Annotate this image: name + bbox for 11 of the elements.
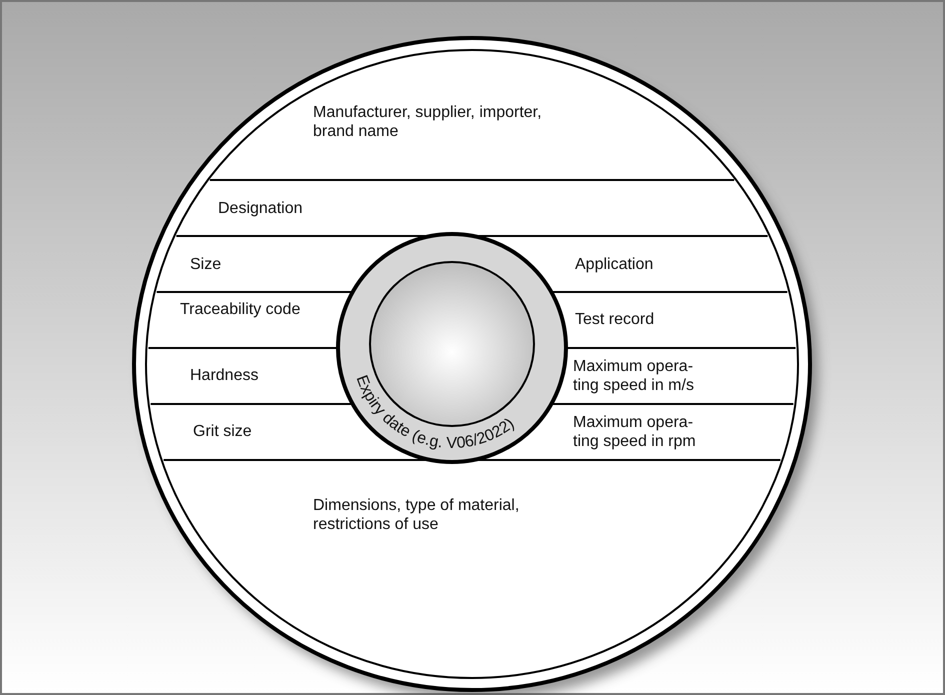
part-label: Size: [190, 255, 222, 274]
part-label: Designation: [218, 199, 304, 218]
part-label: Maximum opera- ting speed in rpm: [573, 413, 697, 451]
part-label: Grit size: [193, 422, 253, 441]
part-label: Test record: [575, 310, 656, 329]
part-label: Application: [575, 255, 654, 274]
part-label: Dimensions, type of material, restrictions of use: [313, 496, 520, 534]
part-label: Hardness: [190, 366, 260, 385]
part-label: Maximum opera- ting speed in m/s: [573, 357, 695, 395]
part-label: Traceability code: [180, 300, 302, 319]
part-label: Manufacturer, supplier, importer, brand name: [313, 103, 543, 141]
